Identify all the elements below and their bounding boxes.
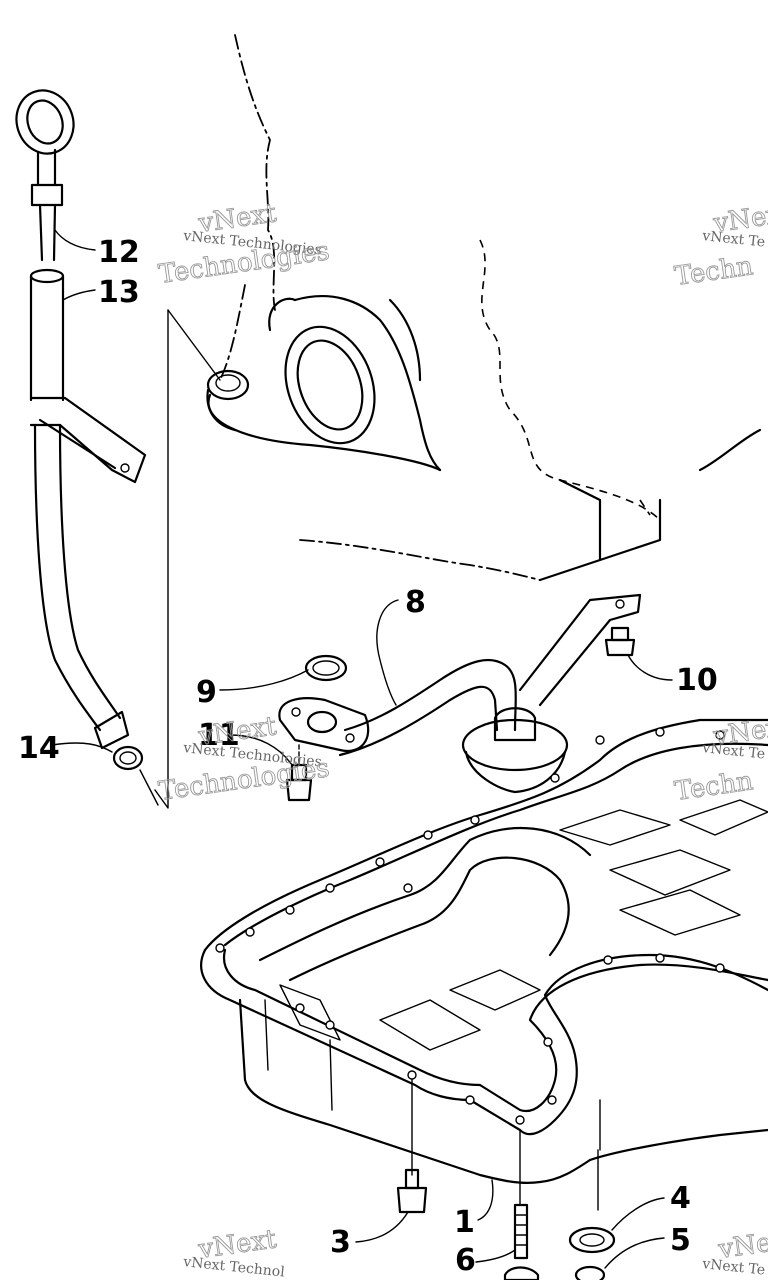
callout-5: 5 <box>670 1223 691 1258</box>
pan-hardware <box>396 1079 616 1280</box>
callout-6: 6 <box>455 1243 476 1278</box>
callout-labels: 12 13 8 10 9 11 14 4 1 3 5 6 <box>18 235 718 1278</box>
watermark-small-4: vNext Te <box>701 740 766 763</box>
dipstick-assembly <box>15 89 221 809</box>
callout-4: 4 <box>670 1181 691 1216</box>
callout-3: 3 <box>330 1225 351 1260</box>
leader-lines <box>51 229 673 1269</box>
callout-8: 8 <box>405 585 426 620</box>
callout-12: 12 <box>98 235 140 270</box>
watermark-small-2: vNext Te <box>701 228 766 251</box>
oil-pan <box>200 718 768 1184</box>
engine-block-phantom <box>206 34 762 582</box>
callout-11: 11 <box>198 718 240 753</box>
callout-1: 1 <box>454 1205 475 1240</box>
callout-14: 14 <box>18 731 60 766</box>
callout-9: 9 <box>196 675 217 710</box>
watermark-tech-2: Techn <box>673 251 755 292</box>
watermark-small-6: vNext Te <box>701 1256 766 1279</box>
oil-strainer-assembly <box>278 593 642 802</box>
callout-10: 10 <box>676 663 718 698</box>
watermarks: vNext vNext Technologies Technologies vN… <box>156 198 768 1280</box>
callout-13: 13 <box>98 275 140 310</box>
